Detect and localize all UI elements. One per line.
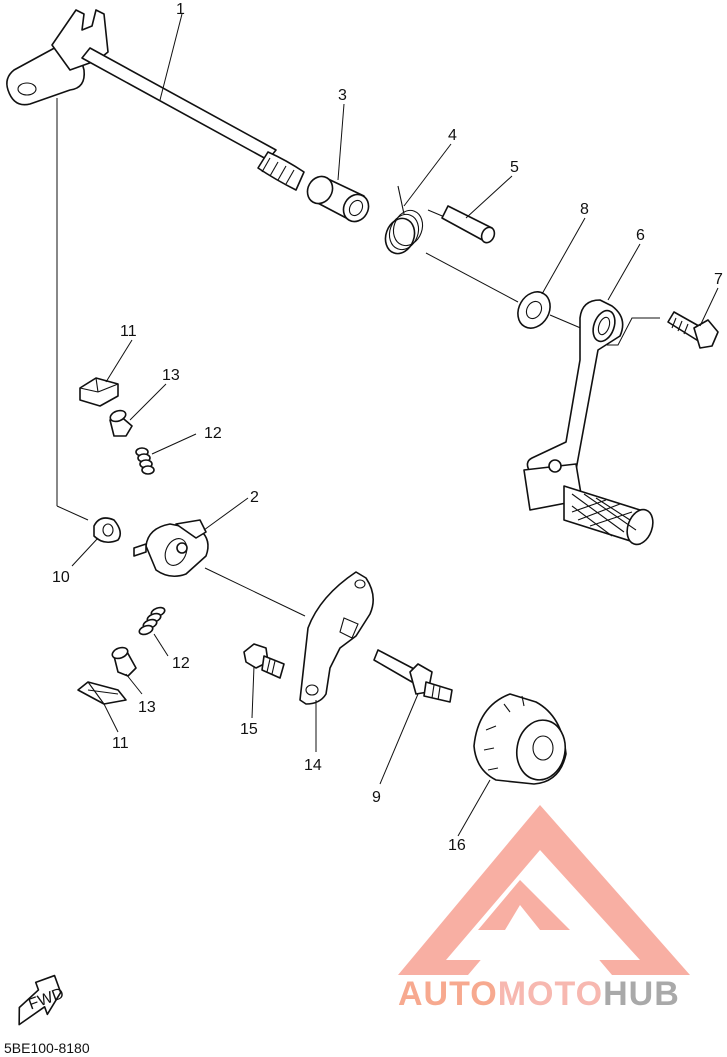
callout-11-bottom: 11	[112, 735, 129, 752]
callout-15: 15	[240, 721, 258, 738]
callout-13-bottom: 13	[138, 699, 156, 716]
bolt-part-7	[667, 311, 719, 349]
callout-12-bottom: 12	[172, 655, 190, 672]
plate-part-14	[299, 571, 374, 705]
shift-pedal-part-6	[523, 299, 654, 546]
pin-part-13-top	[109, 409, 133, 437]
spring-part-4	[384, 185, 424, 255]
bushing-part-3	[306, 175, 370, 223]
diagram-code: 5BE100-8180	[4, 1040, 90, 1056]
shift-lever-part-2	[133, 519, 209, 578]
watermark-logo	[398, 805, 690, 975]
washer-part-10	[93, 517, 122, 544]
watermark-auto: AUTO	[398, 975, 498, 1013]
watermark-text: AUTOMOTOHUB	[398, 974, 680, 1014]
callout-16: 16	[448, 837, 466, 854]
leader-lines	[71, 13, 719, 837]
callout-2: 2	[250, 489, 259, 506]
callout-4: 4	[448, 127, 457, 144]
callout-labels: 1 2 3 4 5 6 7 8 9 10 11 11 12 12 13 13 1…	[52, 1, 723, 854]
callout-1: 1	[176, 1, 185, 18]
callout-9: 9	[372, 789, 381, 806]
watermark-moto: MOTO	[497, 975, 604, 1013]
bolt-part-9	[373, 649, 453, 703]
pin-part-13-bottom	[111, 646, 137, 677]
guide-lines	[56, 98, 660, 617]
pin-part-5	[441, 205, 496, 244]
pawl-part-11-top	[79, 377, 119, 407]
callout-3: 3	[338, 87, 347, 104]
bolt-part-15	[243, 643, 285, 679]
fwd-arrow: FWD	[18, 974, 66, 1026]
spring-part-12-bottom	[138, 606, 166, 636]
watermark-hub: HUB	[603, 975, 680, 1013]
callout-6: 6	[636, 227, 645, 244]
callout-7: 7	[714, 271, 723, 288]
callout-8: 8	[580, 201, 589, 218]
callout-12-top: 12	[204, 425, 222, 442]
spring-part-12-top	[135, 447, 155, 475]
callout-11-top: 11	[120, 323, 137, 340]
callout-14: 14	[304, 757, 322, 774]
segment-part-16	[473, 693, 567, 785]
shift-shaft-part-1	[6, 9, 305, 191]
washer-part-8	[517, 291, 551, 329]
callout-13-top: 13	[162, 367, 180, 384]
callout-5: 5	[510, 159, 519, 176]
pawl-part-11-bottom	[77, 681, 127, 705]
callout-10: 10	[52, 569, 70, 586]
